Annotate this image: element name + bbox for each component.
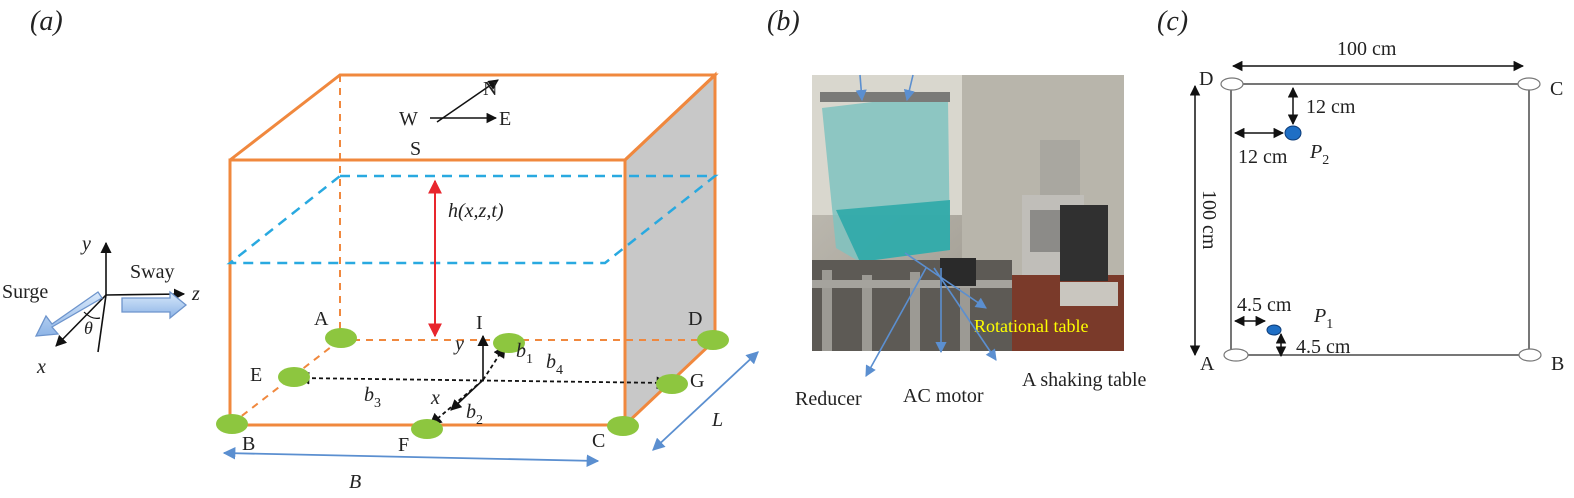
point-g-label: G <box>690 370 704 392</box>
compass-e: E <box>499 108 511 130</box>
point-i-label: I <box>476 312 483 334</box>
panel-a-tag: (a) <box>30 6 63 37</box>
gauge-d <box>697 330 729 350</box>
length-dimension-arrow <box>652 351 759 451</box>
panel-c: (c) 100 cm 100 cm D C A B 12 cm 12 cm P2… <box>1157 6 1564 375</box>
wave-gauges <box>216 328 729 439</box>
sway-label: Sway <box>130 261 174 283</box>
water-height-label: h(x,z,t) <box>448 200 504 222</box>
shaking-table-label: A shaking table <box>1022 369 1147 391</box>
corner-d-label: D <box>1199 68 1213 90</box>
length-label: L <box>711 409 723 431</box>
compass-n: N <box>483 78 497 100</box>
probe-p1 <box>1266 324 1282 336</box>
corner-b-marker <box>1518 348 1542 362</box>
corner-c-label: C <box>1550 78 1563 100</box>
gauge-b <box>216 414 248 434</box>
rotational-table-label: Rotational table <box>974 316 1088 336</box>
theta-label: θ <box>84 318 93 338</box>
corner-a-label: A <box>1200 353 1215 375</box>
probe-p2 <box>1284 125 1302 141</box>
corner-d-marker <box>1220 77 1244 91</box>
width-dimension-arrow <box>222 446 600 468</box>
point-d-label: D <box>688 308 702 330</box>
top-dimension-label: 100 cm <box>1337 38 1397 60</box>
dim-b4-label: b4 <box>546 351 563 378</box>
point-c-label: C <box>592 430 605 452</box>
surge-label: Surge <box>2 281 48 303</box>
compass-s: S <box>410 138 421 160</box>
corner-c-marker <box>1517 77 1541 91</box>
ac-motor-label: AC motor <box>903 385 984 407</box>
gauge-a <box>325 328 357 348</box>
corner-a-marker <box>1223 348 1249 362</box>
tank-plan-outline <box>1230 83 1530 356</box>
p1-horizontal-dim: 4.5 cm <box>1237 294 1292 316</box>
panel-a: (a) N W E S h(x,z,t) B L <box>2 6 759 493</box>
point-e-label: E <box>250 364 262 386</box>
gauge-c <box>607 416 639 436</box>
global-axes: y z x θ <box>36 233 200 378</box>
compass-rose: N W E S <box>399 78 511 160</box>
p1-label: P1 <box>1313 305 1333 332</box>
p2-horizontal-dim: 12 cm <box>1238 146 1288 168</box>
p1-vertical-dim: 4.5 cm <box>1296 336 1351 358</box>
p2-vertical-dim: 12 cm <box>1306 96 1356 118</box>
point-a-label: A <box>314 308 329 330</box>
panel-b: (b) Rotational tab <box>767 6 1147 410</box>
corner-b-label: B <box>1551 353 1564 375</box>
global-axis-z-label: z <box>191 283 200 305</box>
local-axis-x <box>450 379 484 411</box>
gauge-g <box>656 374 688 394</box>
point-b-label: B <box>242 433 255 455</box>
dim-b1-label: b1 <box>516 340 533 367</box>
dim-b3-label: b3 <box>364 384 381 411</box>
apparatus-photo <box>812 75 1124 351</box>
water-surface <box>226 174 719 265</box>
side-dimension-label: 100 cm <box>1198 190 1220 250</box>
p2-label: P2 <box>1309 141 1329 168</box>
sway-arrow <box>121 290 188 320</box>
panel-c-tag: (c) <box>1157 6 1188 37</box>
compass-w: W <box>399 108 418 130</box>
tank-top-edges <box>229 73 719 162</box>
surge-arrow <box>34 291 103 337</box>
global-axis-y-label: y <box>80 233 91 255</box>
local-axis-y-label: y <box>453 333 464 355</box>
gauge-f <box>411 419 443 439</box>
global-axis-x-label: x <box>36 356 46 378</box>
local-axis-x-label: x <box>430 387 440 409</box>
dim-b2-label: b2 <box>466 401 483 428</box>
gauge-line-center-f <box>429 379 484 426</box>
label-pointers <box>855 74 997 377</box>
point-f-label: F <box>398 434 409 456</box>
width-label: B <box>349 471 361 493</box>
gauge-e <box>278 367 310 387</box>
gauge-i <box>493 333 525 353</box>
panel-b-tag: (b) <box>767 6 800 37</box>
reducer-label: Reducer <box>795 388 862 410</box>
